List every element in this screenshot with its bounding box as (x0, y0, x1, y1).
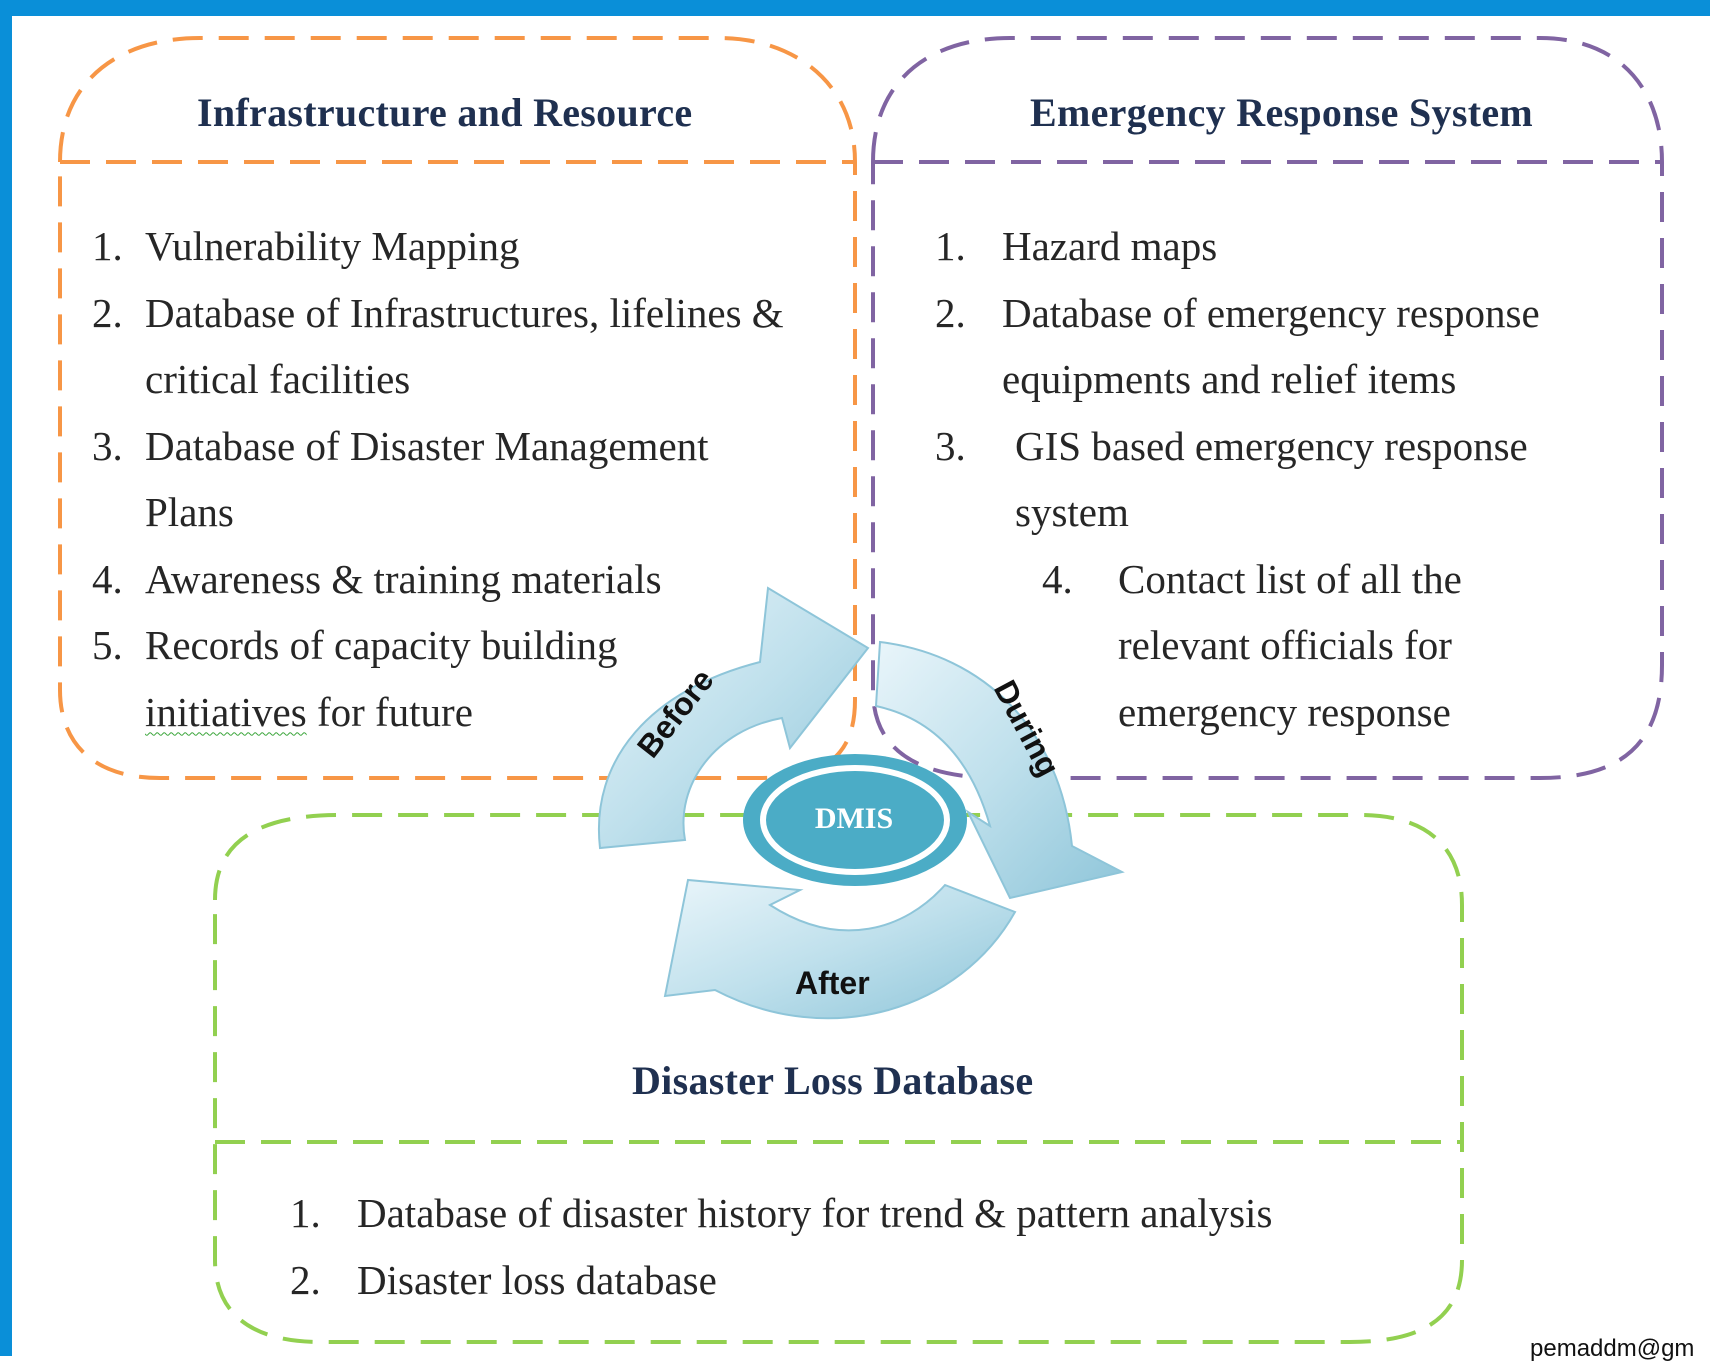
list-number: 1. (290, 1190, 321, 1236)
after-label: After (795, 965, 870, 1001)
list-item: 3. GIS based emergency response system (935, 413, 1655, 546)
list-text: Records of capacity building (145, 622, 618, 668)
list-item: 2. Database of Infrastructures, lifeline… (92, 280, 852, 413)
list-number: 1. (935, 223, 966, 269)
list-text: Database of Infrastructures, lifelines &… (145, 289, 784, 403)
list-item: 1. Database of disaster history for tren… (290, 1180, 1440, 1247)
list-number: 2. (935, 289, 966, 336)
list-number: 4. (92, 555, 123, 602)
list-number: 2. (92, 289, 123, 336)
infrastructure-box (58, 36, 857, 780)
list-text: Database of disaster history for trend &… (357, 1190, 1273, 1236)
list-item: 3. Database of Disaster Management Plans (92, 413, 852, 546)
list-text: GIS based emergency response system (1015, 422, 1528, 536)
list-number: 3. (935, 422, 966, 469)
list-item: 4. Contact list of all the relevant offi… (1042, 546, 1655, 746)
infrastructure-list: 1. Vulnerability Mapping 2. Database of … (92, 213, 852, 745)
spellcheck-word: initiatives (145, 688, 307, 735)
list-number: 3. (92, 422, 123, 469)
list-item: 1. Vulnerability Mapping (92, 213, 852, 280)
list-text: Contact list of all the relevant officia… (1118, 555, 1462, 735)
emergency-title: Emergency Response System (1030, 90, 1533, 135)
list-text-continuation: initiatives for future (145, 679, 852, 746)
list-item: 2. Disaster loss database (290, 1247, 1440, 1314)
list-number: 4. (1042, 555, 1073, 602)
list-text-rest: for future (306, 688, 473, 735)
cycle-diagram (597, 586, 1125, 1020)
dmis-label: DMIS (814, 802, 894, 835)
frame-left-bar (0, 0, 12, 1356)
dmis-ellipse-ring (760, 765, 950, 875)
before-arrow (597, 586, 870, 850)
list-text: Awareness & training materials (145, 555, 662, 602)
loss-list: 1. Database of disaster history for tren… (290, 1180, 1440, 1313)
list-number: 1. (92, 223, 123, 269)
frame-top-bar (0, 0, 1710, 16)
list-item: 5. Records of capacity building initiati… (92, 612, 852, 745)
list-number: 5. (92, 622, 123, 668)
list-item: 4. Awareness & training materials (92, 546, 852, 613)
during-arrow (874, 640, 1125, 900)
loss-box (213, 813, 1464, 1344)
list-text: Vulnerability Mapping (145, 223, 520, 269)
list-number: 2. (290, 1256, 321, 1303)
list-item: 1. Hazard maps (935, 213, 1655, 280)
list-text: Disaster loss database (357, 1256, 717, 1303)
list-item: 2. Database of emergency response equipm… (935, 280, 1655, 413)
list-text: Hazard maps (1002, 223, 1218, 269)
emergency-list: 1. Hazard maps 2. Database of emergency … (935, 213, 1655, 745)
after-arrow (663, 878, 1017, 1020)
footer-email: pemaddm@gm (1530, 1335, 1695, 1362)
loss-title: Disaster Loss Database (632, 1058, 1034, 1103)
list-text: Database of Disaster Management Plans (145, 422, 709, 536)
list-text: Database of emergency response equipment… (1002, 289, 1540, 403)
infrastructure-title: Infrastructure and Resource (197, 90, 693, 135)
